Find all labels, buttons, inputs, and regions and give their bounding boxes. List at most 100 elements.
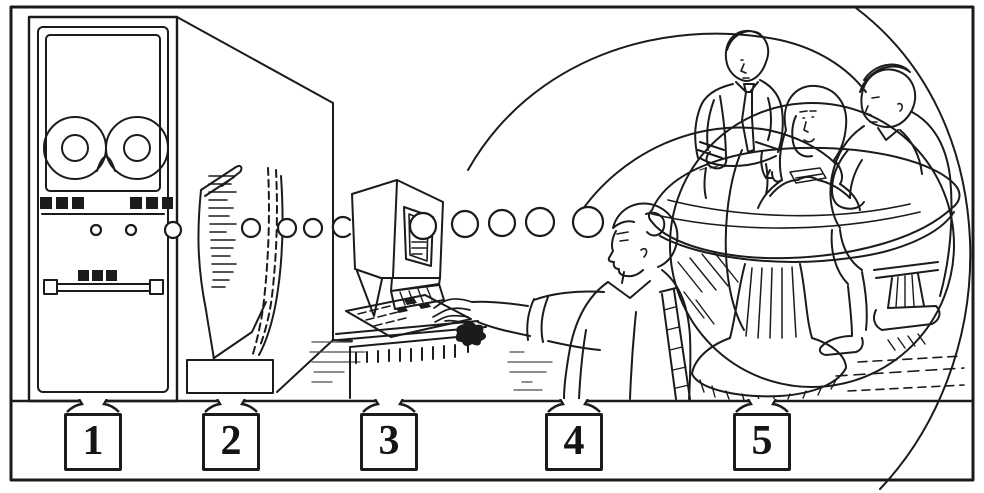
data-dot-open	[331, 215, 352, 239]
callout-number: 2	[220, 417, 242, 464]
printout-stack	[186, 164, 366, 394]
callout-pointer-icon	[362, 399, 416, 413]
callout-1: 1	[64, 399, 122, 471]
floor-print-smudge-right	[507, 351, 553, 391]
wall-corner-edge	[176, 16, 334, 104]
seated-man-collar	[877, 127, 899, 141]
paper-top-fold	[200, 164, 243, 197]
signal-arcs	[467, 7, 972, 490]
desk-front-ticks	[355, 344, 456, 364]
pedestal-base	[691, 337, 847, 398]
user-hand	[432, 298, 473, 325]
data-dot	[524, 206, 556, 238]
data-dot	[163, 220, 183, 240]
enclosing-arc-outer	[855, 7, 972, 490]
data-dot	[450, 209, 480, 239]
callout-4: 4	[545, 399, 603, 471]
user-face-features	[616, 231, 648, 258]
figure-border	[9, 5, 975, 482]
callout-box: 3	[360, 413, 418, 471]
data-dot	[89, 223, 103, 237]
standing-man-right-arm	[755, 79, 784, 179]
broadcast-arc-large	[467, 32, 867, 171]
standing-man-head	[724, 29, 770, 82]
seated-man-body	[829, 111, 953, 297]
callout-box: 2	[202, 413, 260, 471]
standing-man	[694, 29, 784, 199]
standing-man-left-arm	[694, 83, 734, 170]
callout-pointer-icon	[204, 399, 258, 413]
data-dot	[571, 205, 605, 239]
data-dot	[487, 208, 517, 238]
callout-number: 5	[751, 417, 773, 464]
tape-reel-left-hub	[61, 134, 89, 162]
floor-edge-left	[276, 339, 334, 393]
table-pedestal	[677, 251, 847, 401]
key-rows	[357, 305, 407, 327]
enclosing-arc-mid	[724, 149, 745, 331]
callout-3: 3	[360, 399, 418, 471]
data-dot	[408, 211, 438, 241]
office-chair	[659, 287, 691, 400]
data-dot	[124, 223, 138, 237]
user-hair	[612, 202, 679, 268]
printout-base-box	[186, 359, 274, 394]
desk	[335, 320, 487, 399]
computer-user	[432, 202, 692, 400]
callout-box: 1	[64, 413, 122, 471]
fanfold-perforation-1	[251, 167, 270, 358]
callout-box: 5	[733, 413, 791, 471]
seated-man-arm	[831, 149, 865, 210]
user-collar	[607, 271, 651, 299]
standing-man-tie	[735, 81, 759, 153]
ink-blot	[455, 321, 487, 347]
callout-box: 4	[545, 413, 603, 471]
table-surface-lines	[651, 199, 921, 229]
indicator-lights-row2	[78, 270, 117, 281]
callout-2: 2	[202, 399, 260, 471]
callout-number: 1	[82, 417, 104, 464]
seated-man	[818, 63, 953, 356]
floor-texture	[835, 333, 965, 392]
paper-left-edge	[197, 189, 215, 361]
paper-bottom-fold	[213, 301, 267, 359]
broadcast-arc-small	[577, 126, 837, 217]
key-caps	[396, 298, 431, 313]
cabinet-handle	[43, 279, 164, 295]
data-dot	[276, 217, 298, 239]
pedestal-ribs	[745, 266, 797, 339]
standing-man-face	[740, 59, 750, 79]
tape-ribbon	[96, 155, 116, 172]
monitor-body	[351, 179, 444, 317]
tape-reel-right-hub	[123, 134, 151, 162]
mainframe-computer	[27, 15, 179, 403]
data-dot	[240, 217, 262, 239]
user-torso	[563, 269, 692, 400]
desktop-computer	[335, 179, 553, 399]
enclosing-circle-inner	[669, 102, 955, 388]
callout-pointer-icon	[547, 399, 601, 413]
round-table	[648, 146, 961, 263]
keyboard-outline	[345, 294, 472, 338]
tape-reel-right	[105, 116, 169, 180]
table-rim	[659, 211, 955, 263]
room-wall	[176, 16, 353, 393]
tape-window	[45, 34, 161, 192]
standing-man-body	[699, 95, 777, 199]
callout-number: 4	[563, 417, 585, 464]
printed-text-lines	[208, 175, 237, 288]
woman-body-arms	[757, 176, 861, 211]
callout-5: 5	[733, 399, 791, 471]
monitor-base	[390, 277, 445, 310]
stool	[873, 261, 941, 331]
base-hatch	[699, 379, 837, 401]
paper-right-edge	[258, 175, 284, 356]
user-arm	[432, 290, 605, 351]
seated-woman	[757, 84, 861, 211]
desk-top	[335, 320, 487, 399]
screen-text-lines	[411, 241, 427, 255]
crt-monitor	[351, 179, 445, 317]
data-flow-dots	[89, 205, 605, 241]
callout-pointer-icon	[66, 399, 120, 413]
